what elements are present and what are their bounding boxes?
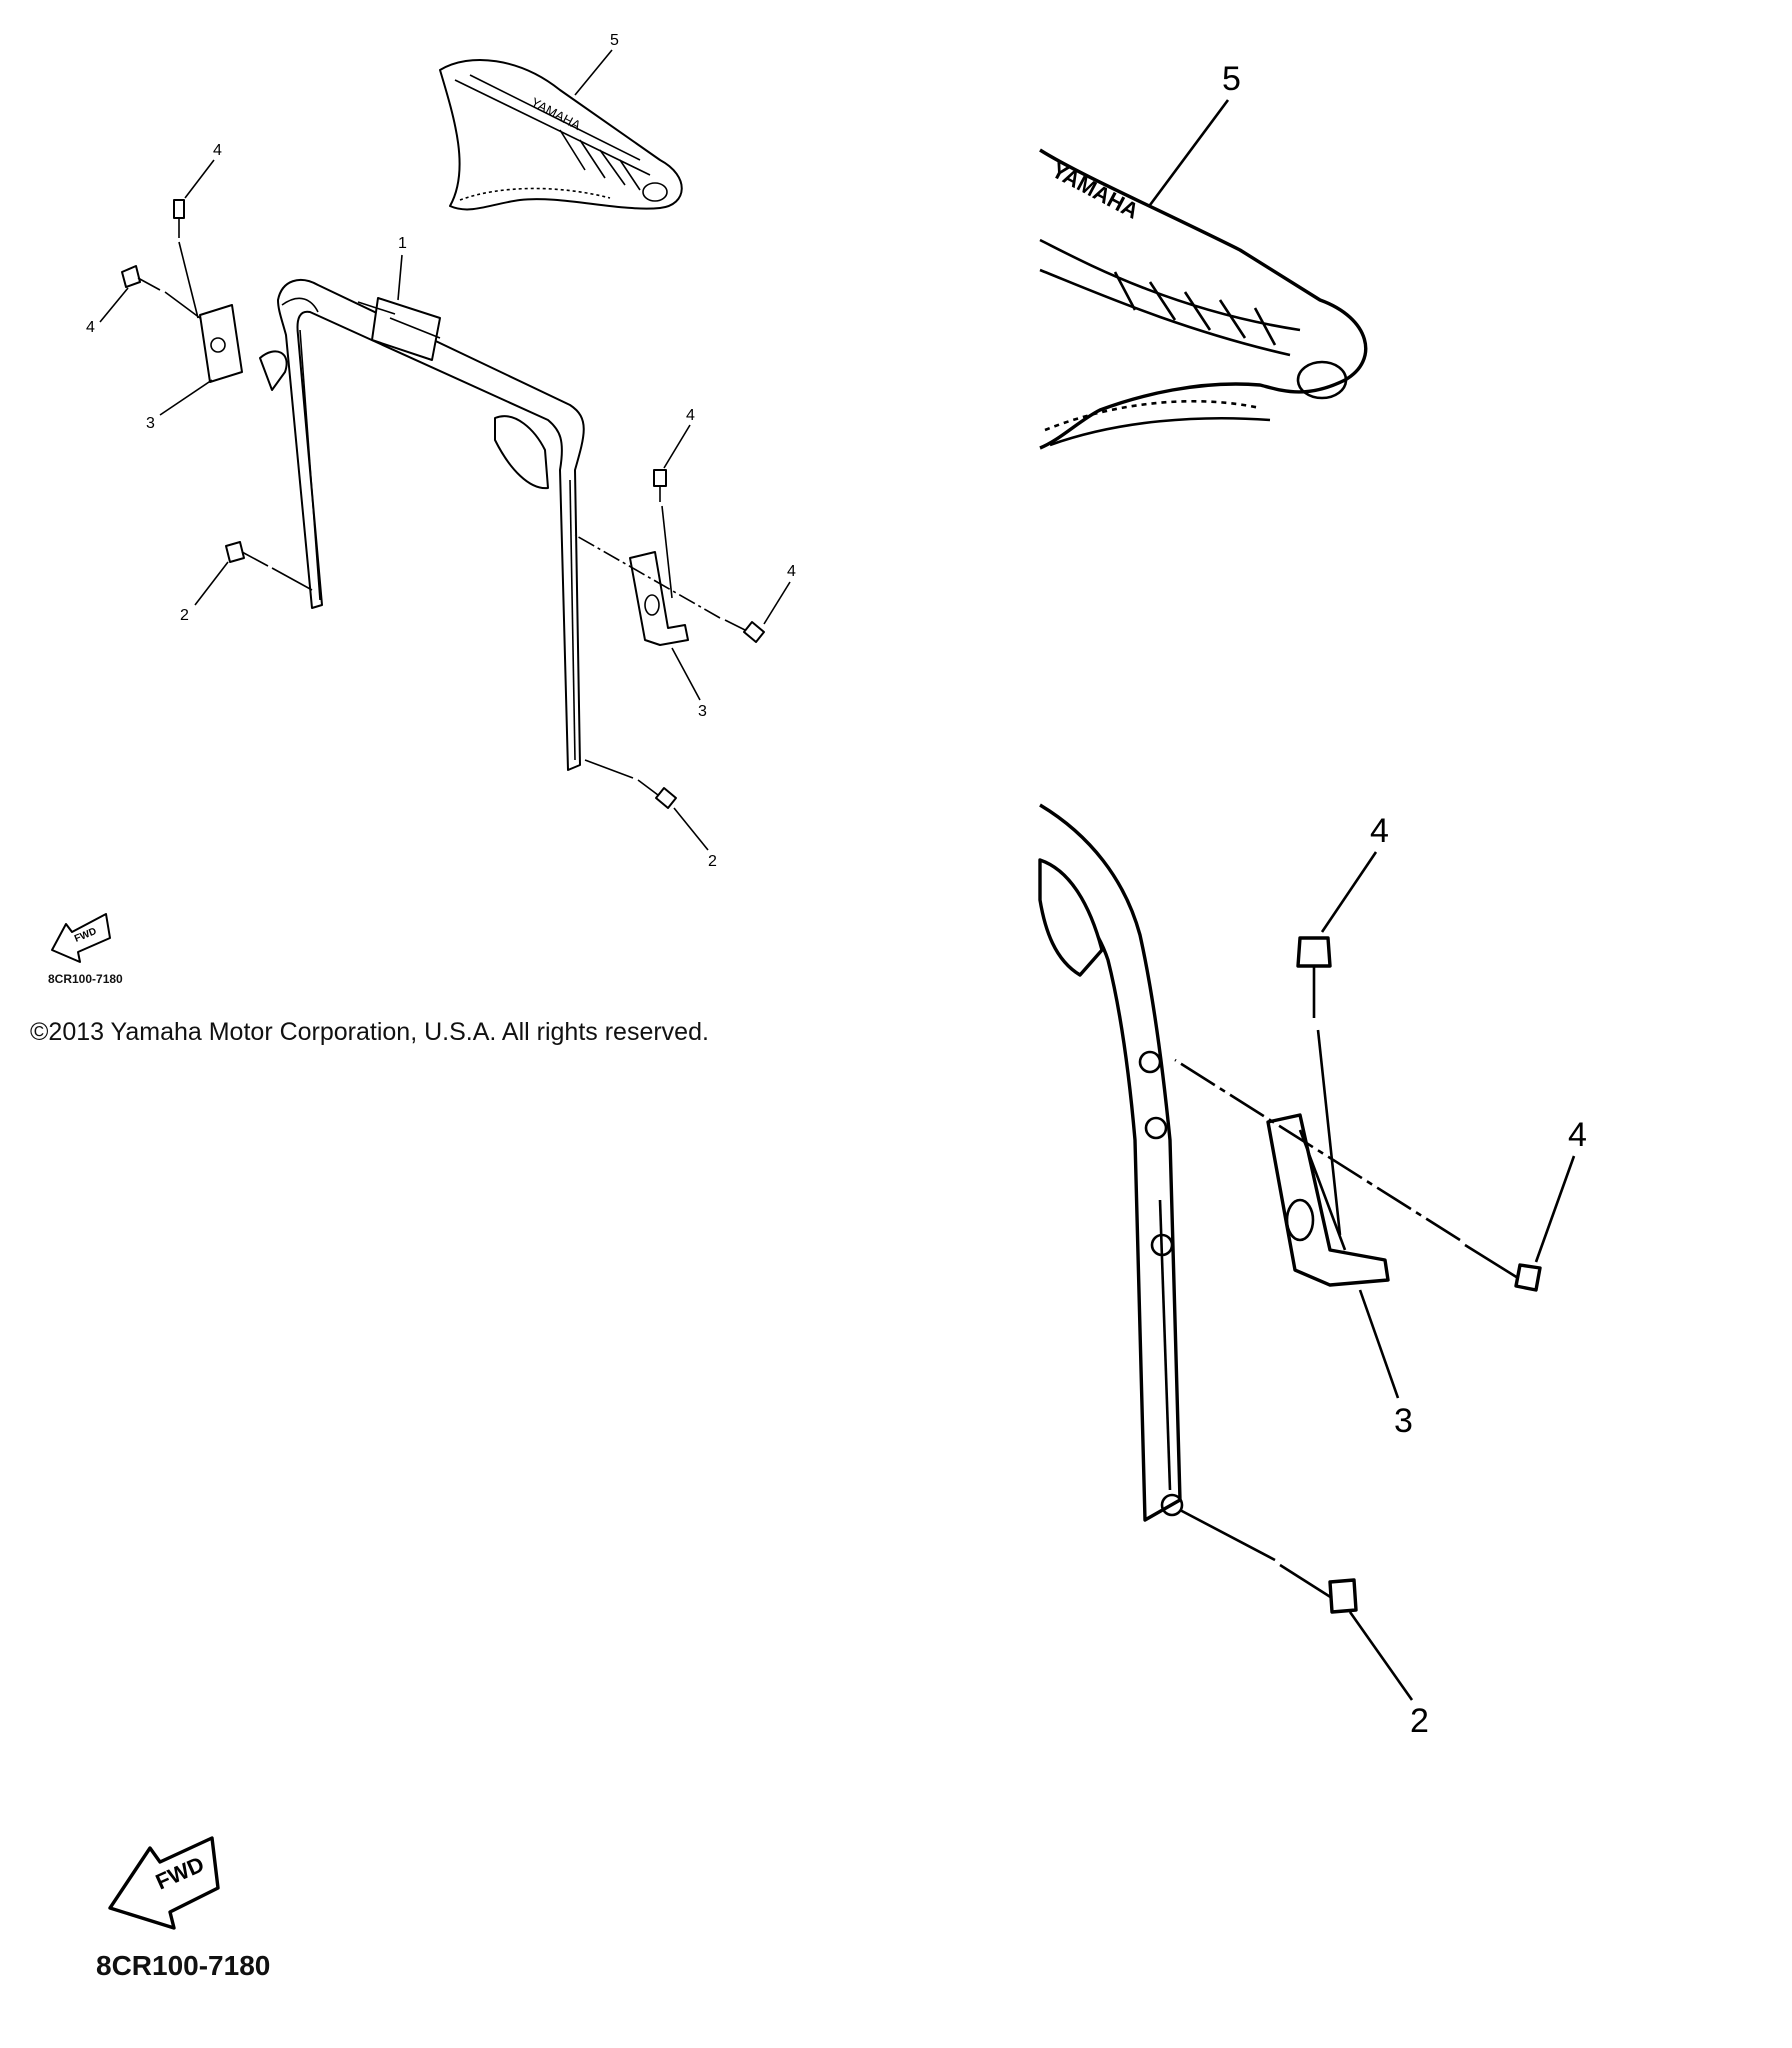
bolt-4-top-left: [173, 199, 199, 319]
callout-4-left: 4: [86, 319, 95, 336]
callout-2-left: 2: [180, 607, 189, 624]
bolt-4-left: [121, 265, 201, 319]
callout-4-right: 4: [787, 563, 796, 580]
detail-bracket-part: [1266, 1113, 1390, 1287]
bolt-4-right-top: [653, 469, 673, 599]
bolt-1-frame: [357, 301, 441, 339]
fwd-arrow-large-icon: FWD: [108, 1836, 220, 1930]
detail-bolt-2: [1179, 1508, 1358, 1614]
callout-4-right-top: 4: [686, 407, 695, 424]
detail-frame-leg: [1038, 803, 1184, 1522]
detail-bottom-callouts: 4 4 3 2: [1320, 812, 1587, 1740]
right-bracket-part: [629, 551, 689, 646]
detail-seat-pad: YAMAHA 5: [1039, 60, 1368, 450]
fwd-arrow-small-icon: FWD: [51, 913, 111, 963]
detail-callout-5: 5: [1222, 60, 1241, 98]
bolt-2-left: [225, 541, 313, 591]
overview-diagram: YAMAHA: [51, 32, 796, 963]
frame-arch-part: [277, 279, 585, 771]
callout-4-top: 4: [213, 142, 222, 159]
callout-5: 5: [610, 32, 619, 49]
copyright-notice: ©2013 Yamaha Motor Corporation, U.S.A. A…: [30, 1018, 709, 1046]
overview-callouts: 5 4 1 4 3 4 2 4 3 2: [86, 32, 796, 870]
bolt-2-right: [584, 759, 677, 809]
detail-bolt-4-top: [1296, 936, 1342, 1236]
detail-callout-4-top: 4: [1370, 812, 1389, 850]
detail-bolt-4-right: [1174, 1058, 1542, 1292]
callout-3-right: 3: [698, 703, 707, 720]
diagram-code-small: 8CR100-7180: [48, 972, 123, 986]
detail-callout-2: 2: [1410, 1702, 1429, 1740]
callout-3-left: 3: [146, 415, 155, 432]
callout-1: 1: [398, 235, 407, 252]
callout-2-right: 2: [708, 853, 717, 870]
detail-callout-3: 3: [1394, 1402, 1413, 1440]
bolt-4-right: [574, 534, 765, 643]
diagram-code-large: 8CR100-7180: [96, 1950, 271, 1981]
seat-pad-part: YAMAHA: [439, 59, 683, 211]
left-bracket-part: [199, 304, 288, 391]
detail-callout-4-right: 4: [1568, 1116, 1587, 1154]
